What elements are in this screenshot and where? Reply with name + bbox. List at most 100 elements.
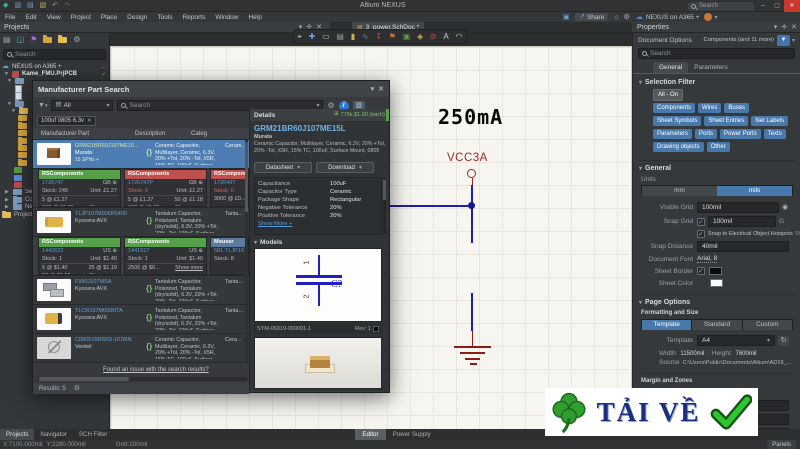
wire-tool-icon[interactable]: ∿ xyxy=(361,31,369,41)
net-label-tool-icon[interactable]: ◈ xyxy=(417,31,424,41)
scope-caret-icon[interactable]: ▾ xyxy=(791,37,795,44)
save-icon[interactable]: ▧ xyxy=(39,2,47,9)
component-icon[interactable] xyxy=(14,174,22,181)
panels-button[interactable]: Panels xyxy=(767,440,796,449)
folder-icon[interactable] xyxy=(15,77,24,85)
power-port-tool-icon[interactable]: ↧ xyxy=(375,31,383,41)
menu-window[interactable]: Window xyxy=(215,13,239,21)
folder-icon[interactable] xyxy=(15,99,24,107)
menu-project[interactable]: Project xyxy=(70,13,91,21)
capture-icon[interactable]: ▣ xyxy=(562,13,570,21)
workspace-button[interactable]: NEXUS on A365 + xyxy=(645,13,700,21)
panel-menu-icon[interactable]: ▤ xyxy=(3,34,11,44)
units-mils[interactable]: mils xyxy=(717,185,792,196)
new-doc-icon[interactable]: ▥ xyxy=(14,2,22,9)
template-select[interactable]: A4▾ xyxy=(697,335,775,346)
download-button[interactable]: Download▾ xyxy=(316,162,374,173)
tab-projects[interactable]: Projects xyxy=(0,429,35,440)
col-manufacturer-part[interactable]: Manufacturer Part xyxy=(41,130,90,137)
wire-horizontal[interactable] xyxy=(387,205,473,207)
power-net-label[interactable]: VCC3A xyxy=(447,152,488,164)
col-category[interactable]: Categ xyxy=(191,130,208,137)
filter-net-labels[interactable]: Net Labels xyxy=(751,116,789,126)
power-port-circle[interactable] xyxy=(467,169,476,178)
scrollbar-thumb[interactable] xyxy=(39,377,129,381)
folder-icon[interactable] xyxy=(43,34,53,43)
units-mm[interactable]: mm xyxy=(642,185,717,196)
folder-icon[interactable] xyxy=(18,122,27,129)
datasheet-button[interactable]: Datasheet▾ xyxy=(254,162,312,173)
filter-parameters[interactable]: Parameters xyxy=(653,129,693,139)
filter-buses[interactable]: Buses xyxy=(724,103,750,113)
wire-vertical-bottom[interactable] xyxy=(471,293,473,331)
all-on-button[interactable]: All - On xyxy=(653,89,684,101)
tab-power-supply[interactable]: Power Supply xyxy=(392,431,431,438)
models-section-header[interactable]: ▾Models xyxy=(254,239,283,246)
menu-reports[interactable]: Reports xyxy=(182,13,206,21)
tree-item-net[interactable]: ▶Net xyxy=(5,203,35,211)
part-tool-icon[interactable]: ▮ xyxy=(350,31,356,41)
menu-help[interactable]: Help xyxy=(248,13,262,21)
minimize-button[interactable]: – xyxy=(761,2,765,9)
show-more-link[interactable]: Show more xyxy=(175,265,203,271)
folder-icon[interactable] xyxy=(18,151,27,159)
snap-distance-input[interactable]: 40mil xyxy=(697,241,789,252)
tree-item-components[interactable]: ▶Com xyxy=(0,196,109,203)
selection-filter-header[interactable]: ▾Selection Filter xyxy=(639,79,696,86)
size-tab-custom[interactable]: Custom xyxy=(742,319,792,330)
open-folder-icon[interactable] xyxy=(58,34,68,43)
text-tool-icon[interactable]: A xyxy=(443,31,449,41)
supplier-pn-link[interactable]: 1726747 xyxy=(42,180,64,186)
filter-drawing-objects[interactable]: Drawing objects xyxy=(653,142,704,152)
visible-grid-eye-icon[interactable]: ◉ xyxy=(782,204,789,211)
tab-navigator[interactable]: Navigator xyxy=(40,431,67,438)
template-refresh-icon[interactable]: ↻ xyxy=(778,335,789,346)
horizontal-scrollbar[interactable] xyxy=(37,377,247,381)
visible-grid-input[interactable]: 100mil xyxy=(697,202,779,213)
folder-icon[interactable] xyxy=(18,159,27,166)
menu-file[interactable]: File xyxy=(5,13,16,21)
columns-icon[interactable]: ▥ xyxy=(352,100,365,111)
port-tool-icon[interactable]: ⚑ xyxy=(388,31,396,41)
filter-ports[interactable]: Ports xyxy=(695,129,718,139)
category-select[interactable]: ▤ All ▾ xyxy=(51,100,114,111)
snap-grid-input[interactable]: 100mil xyxy=(708,216,776,227)
tree-project[interactable]: ▼ Kame_FMU.PrjPCB ✓ xyxy=(4,70,106,78)
tab-parameters[interactable]: Parameters xyxy=(694,63,728,71)
symbol-preview[interactable]: 1 2 C? xyxy=(254,248,382,322)
place-wire-tool-icon[interactable]: ✚ xyxy=(308,31,316,41)
arc-tool-icon[interactable]: ◠ xyxy=(455,31,463,41)
select-tool-icon[interactable]: ⌖ xyxy=(297,31,302,41)
show-more-link[interactable]: Show more xyxy=(175,205,203,206)
size-tab-template[interactable]: Template xyxy=(642,319,692,330)
footprint-preview[interactable] xyxy=(254,337,382,389)
list-vscrollbar[interactable] xyxy=(245,140,248,362)
supplier-pn-link[interactable]: 1441527 xyxy=(128,248,150,254)
supplier-pn-link[interactable]: 1442622 xyxy=(42,248,64,254)
supplier-tile-clipped[interactable]: Mouser 581-TLJP10 Stock: 8 xyxy=(210,237,249,275)
projects-search-input[interactable]: Search xyxy=(3,49,106,60)
dialog-close-icon[interactable]: ✕ xyxy=(378,86,384,93)
info-icon[interactable]: i xyxy=(338,100,349,111)
show-more-link[interactable]: Show more xyxy=(89,205,117,206)
cloud-doc-icon[interactable]: ◲ xyxy=(16,34,25,44)
params-scrollbar[interactable] xyxy=(383,178,386,234)
component-icon[interactable] xyxy=(14,181,22,188)
dialog-gear-icon[interactable]: ⚙ xyxy=(327,100,335,110)
general-section-header[interactable]: ▾General xyxy=(639,160,795,172)
document-font-value[interactable]: Arial, 8 xyxy=(697,255,718,263)
open-doc-icon[interactable]: ▤ xyxy=(27,2,34,9)
open-folder-icon[interactable] xyxy=(19,107,28,115)
home-icon[interactable]: ⌂ xyxy=(614,13,619,21)
rectangle-tool-icon[interactable]: ▭ xyxy=(322,31,330,41)
close-button[interactable]: ✕ xyxy=(784,0,800,12)
filter-icon[interactable]: ▼▾ xyxy=(38,102,48,109)
dialog-dropdown-icon[interactable]: ▾ xyxy=(370,86,375,93)
page-options-header[interactable]: ▾Page Options xyxy=(639,294,795,306)
panel-gear-icon[interactable]: ⚙ xyxy=(73,34,81,44)
sheet-symbol-tool-icon[interactable]: ▣ xyxy=(402,31,411,41)
